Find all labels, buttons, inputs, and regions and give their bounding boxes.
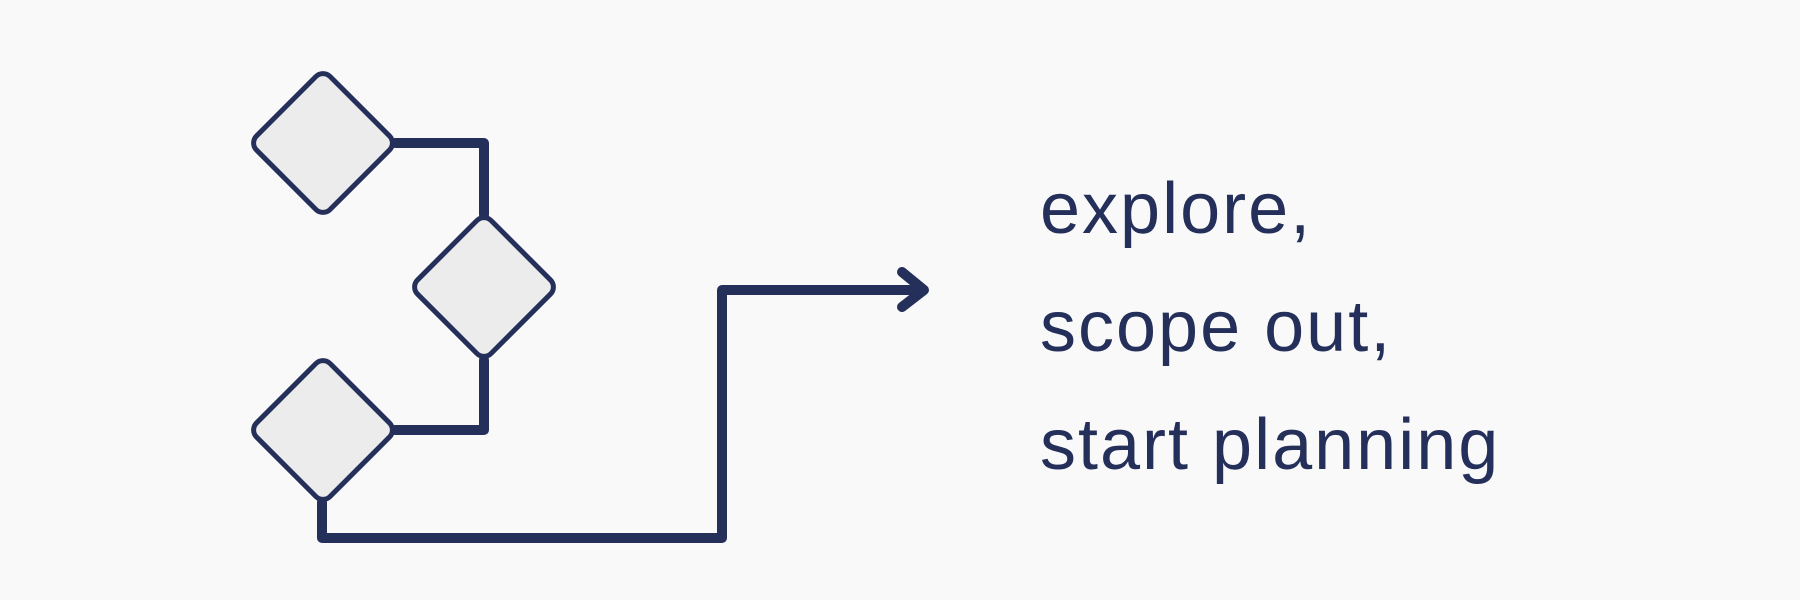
- diamond-top: [251, 71, 395, 215]
- tagline: explore, scope out, start planning: [1040, 150, 1760, 504]
- diamond-bottom: [251, 358, 395, 502]
- tagline-line-3: start planning: [1040, 405, 1501, 485]
- tagline-line-2: scope out,: [1040, 287, 1393, 367]
- flowchart-diagram: [251, 71, 929, 543]
- tagline-line-1: explore,: [1040, 169, 1313, 249]
- connector-middle-to-bottom: [390, 355, 489, 435]
- connector-bottom-to-arrow: [317, 285, 925, 543]
- diamond-middle: [412, 215, 556, 359]
- arrow-right-icon: [897, 267, 929, 312]
- connector-top-to-middle: [390, 138, 489, 220]
